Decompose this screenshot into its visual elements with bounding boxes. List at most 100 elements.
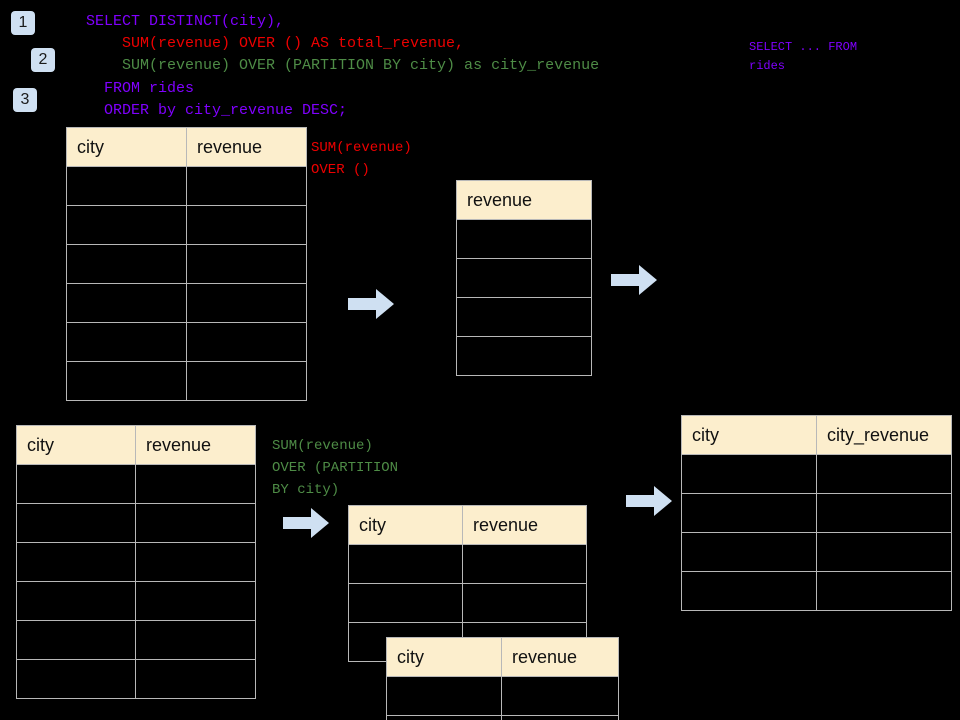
table-row xyxy=(681,532,952,572)
table-row xyxy=(348,544,587,584)
sql-line-total: SUM(revenue) OVER () AS total_revenue, xyxy=(86,35,465,52)
annotation-city-revenue-line-1: SUM(revenue) xyxy=(272,438,373,454)
sql-line-select: SELECT DISTINCT(city), xyxy=(86,13,285,30)
table-row xyxy=(16,659,256,699)
cell-city xyxy=(681,571,817,611)
cell-city xyxy=(681,532,817,572)
cell-city xyxy=(66,361,187,401)
table-row xyxy=(66,361,307,401)
table-row xyxy=(16,620,256,660)
table-result: city city_revenue xyxy=(681,415,952,611)
cell-city xyxy=(16,503,136,543)
cell-city-revenue xyxy=(816,571,952,611)
cell-revenue xyxy=(456,258,592,298)
cell-city xyxy=(681,493,817,533)
step-badge-3-label: 3 xyxy=(20,91,30,108)
step-badge-2-label: 2 xyxy=(38,51,48,68)
table-source-bottom: city revenue xyxy=(16,425,256,699)
table-row xyxy=(66,166,307,206)
cell-revenue xyxy=(186,361,307,401)
cell-city xyxy=(66,244,187,284)
table-row xyxy=(456,219,592,259)
table-header-row: city revenue xyxy=(386,637,619,677)
column-header-city: city xyxy=(386,637,502,677)
arrow-partition-to-result xyxy=(626,486,672,516)
cell-revenue xyxy=(135,464,256,504)
cell-city xyxy=(16,464,136,504)
cell-city xyxy=(348,583,463,623)
annotation-city-revenue-line-3: BY city) xyxy=(272,482,340,498)
table-row xyxy=(456,297,592,337)
table-row xyxy=(66,322,307,362)
step-badge-3: 3 xyxy=(13,88,37,112)
cell-revenue xyxy=(456,336,592,376)
step-badge-2: 2 xyxy=(31,48,55,72)
cell-revenue xyxy=(186,283,307,323)
table-row xyxy=(348,583,587,623)
table-row xyxy=(386,715,619,720)
annotation-total-revenue-line-1: SUM(revenue) xyxy=(311,140,412,156)
table-row xyxy=(66,205,307,245)
cell-city xyxy=(16,542,136,582)
table-row xyxy=(16,581,256,621)
column-header-revenue: revenue xyxy=(456,180,592,220)
cell-city xyxy=(66,283,187,323)
column-header-revenue: revenue xyxy=(186,127,307,167)
step-badge-1: 1 xyxy=(11,11,35,35)
table-row xyxy=(386,676,619,716)
table-row xyxy=(681,454,952,494)
arrow-total-to-result xyxy=(611,265,657,295)
sql-line-order: ORDER by city_revenue DESC; xyxy=(86,102,348,119)
cell-city xyxy=(348,544,463,584)
cell-city xyxy=(16,659,136,699)
cell-revenue xyxy=(135,620,256,660)
table-header-row: city revenue xyxy=(16,425,256,465)
sql-line-from: FROM rides xyxy=(86,80,195,97)
cell-city xyxy=(386,676,502,716)
cell-revenue xyxy=(186,205,307,245)
cell-city xyxy=(66,166,187,206)
side-note-line-1: SELECT ... FROM xyxy=(749,40,858,54)
cell-city-revenue xyxy=(816,493,952,533)
annotation-total-revenue-line-2: OVER () xyxy=(311,162,370,178)
cell-city-revenue xyxy=(816,454,952,494)
table-header-row: city revenue xyxy=(66,127,307,167)
table-row xyxy=(456,336,592,376)
cell-city xyxy=(386,715,502,720)
table-row xyxy=(66,244,307,284)
table-row xyxy=(16,542,256,582)
arrow-source-to-partition xyxy=(283,508,329,538)
column-header-revenue: revenue xyxy=(501,637,619,677)
column-header-revenue: revenue xyxy=(135,425,256,465)
cell-revenue xyxy=(501,715,619,720)
cell-revenue xyxy=(186,244,307,284)
table-header-row: city city_revenue xyxy=(681,415,952,455)
table-partition-front: city revenue xyxy=(386,637,619,720)
cell-city xyxy=(681,454,817,494)
arrow-source-to-total xyxy=(348,289,394,319)
table-source-top: city revenue xyxy=(66,127,307,401)
cell-revenue xyxy=(135,581,256,621)
column-header-city: city xyxy=(16,425,136,465)
cell-city xyxy=(66,322,187,362)
column-header-city: city xyxy=(348,505,463,545)
side-note-line-2: rides xyxy=(749,59,786,73)
step-badge-1-label: 1 xyxy=(18,14,28,31)
cell-city xyxy=(66,205,187,245)
cell-revenue xyxy=(186,322,307,362)
table-row xyxy=(681,493,952,533)
table-row xyxy=(66,283,307,323)
table-header-row: revenue xyxy=(456,180,592,220)
cell-revenue xyxy=(135,542,256,582)
cell-city-revenue xyxy=(816,532,952,572)
column-header-city: city xyxy=(66,127,187,167)
cell-revenue xyxy=(456,219,592,259)
table-row xyxy=(16,503,256,543)
cell-revenue xyxy=(135,659,256,699)
cell-city xyxy=(16,581,136,621)
cell-revenue xyxy=(462,583,587,623)
sql-line-partition: SUM(revenue) OVER (PARTITION BY city) as… xyxy=(86,57,600,74)
cell-revenue xyxy=(501,676,619,716)
cell-revenue xyxy=(135,503,256,543)
